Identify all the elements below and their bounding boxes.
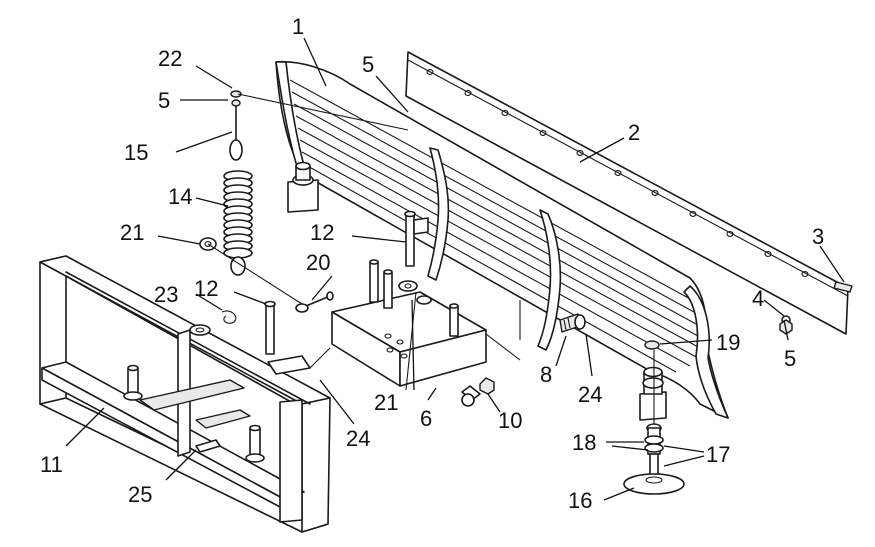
pivot-bolt-8	[559, 313, 586, 333]
callout-21-plate: 21	[374, 390, 398, 415]
callout-20: 20	[306, 250, 330, 275]
moldboard-mount-left	[287, 161, 319, 213]
callout-22: 22	[158, 46, 182, 71]
assembly-guide-lines	[207, 93, 655, 424]
callout-25: 25	[128, 482, 152, 507]
callout-5-edge: 5	[784, 346, 796, 371]
spring-assembly	[223, 90, 253, 276]
callout-16: 16	[568, 488, 592, 513]
callout-12-lower: 12	[194, 276, 218, 301]
edge-bolt-hardware	[779, 281, 853, 335]
callout-17: 17	[706, 442, 730, 467]
pivot-plate-part	[331, 259, 495, 407]
callout-8: 8	[540, 362, 552, 387]
callout-14: 14	[168, 184, 192, 209]
washer-21-plate	[398, 280, 418, 292]
callout-19: 19	[716, 330, 740, 355]
cutting-edge-bolt-holes	[426, 69, 809, 277]
hitch-pin-23	[221, 310, 237, 324]
pin-20	[295, 291, 334, 313]
callout-24-frame: 24	[346, 426, 370, 451]
moldboard-ribs	[289, 79, 701, 373]
callout-5-moldboard: 5	[362, 52, 374, 77]
callout-1: 1	[292, 14, 304, 39]
callout-4: 4	[752, 286, 764, 311]
callout-6: 6	[420, 406, 432, 431]
callout-10: 10	[498, 408, 522, 433]
callout-12-upper: 12	[310, 220, 334, 245]
spring-coils	[223, 170, 253, 259]
moldboard-mount-right	[639, 366, 667, 421]
callout-21-left: 21	[120, 220, 144, 245]
moldboard-part	[275, 60, 729, 421]
shoe-assembly	[623, 340, 685, 495]
callout-5-spring: 5	[158, 88, 170, 113]
callout-labels: 1 2 3 4 5 5 5 6 8 10 11 12 12 14 15 16 1…	[40, 14, 824, 513]
callout-2: 2	[628, 120, 640, 145]
callout-18: 18	[572, 430, 596, 455]
pin-12-lower	[264, 300, 276, 355]
pin-12-upper	[404, 210, 429, 267]
callout-15: 15	[124, 140, 148, 165]
leader-lines	[65, 37, 845, 501]
cutting-edge-part	[405, 51, 849, 335]
callout-23: 23	[154, 282, 178, 307]
callout-3: 3	[812, 224, 824, 249]
callout-11: 11	[40, 452, 63, 477]
loader-frame-part	[39, 255, 331, 533]
callout-24-bolt: 24	[578, 382, 602, 407]
